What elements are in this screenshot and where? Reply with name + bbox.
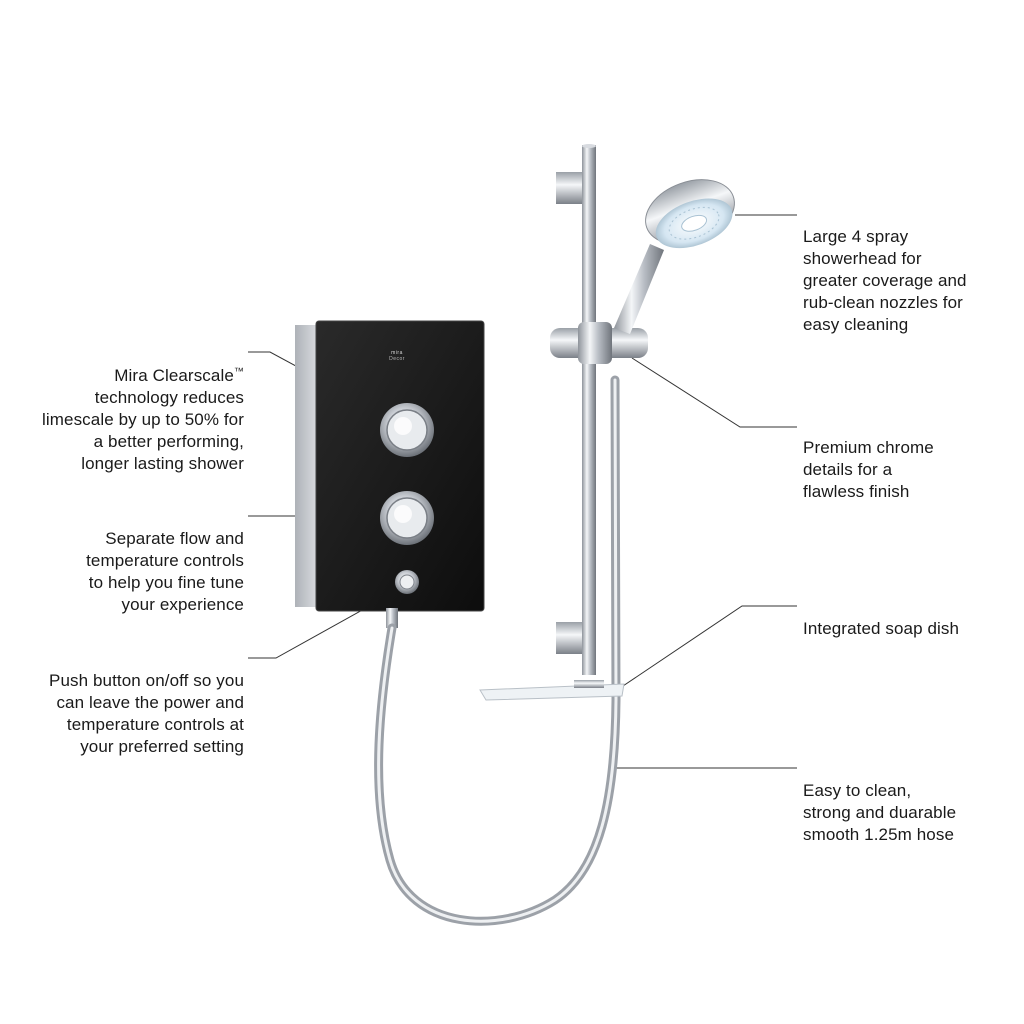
brand-name: mira [391, 350, 403, 356]
handset [614, 179, 735, 334]
callout-soap-dish-text: Integrated soap dish [803, 619, 960, 638]
callout-controls: Separate flow and temperature controls t… [4, 506, 244, 638]
callout-controls-text: Separate flow and temperature controls t… [86, 529, 244, 614]
callout-push-button-text: Push button on/off so you can leave the … [49, 671, 244, 756]
unit-glass-front [316, 321, 484, 611]
callout-showerhead: Large 4 spray showerhead for greater cov… [803, 204, 1013, 358]
push-button [395, 570, 419, 594]
leader-soap-dish [619, 605, 797, 689]
shower-unit [295, 320, 485, 628]
soap-dish [479, 680, 625, 701]
callout-chrome: Premium chrome details for a flawless fi… [803, 415, 1013, 525]
callout-push-button: Push button on/off so you can leave the … [4, 648, 244, 780]
callout-soap-dish: Integrated soap dish [803, 596, 1013, 662]
callout-clearscale-title: Mira Clearscale™ [114, 366, 244, 385]
callout-hose-text: Easy to clean, strong and duarable smoot… [803, 781, 957, 844]
temperature-knob [380, 403, 434, 457]
callout-clearscale: Mira Clearscale™ technology reduces lime… [4, 343, 244, 497]
slider-bracket [550, 322, 648, 364]
brand-logo: mira Decor [384, 350, 410, 362]
leader-chrome [631, 357, 797, 428]
model-name: Decor [389, 356, 405, 362]
callout-hose: Easy to clean, strong and duarable smoot… [803, 758, 1013, 868]
leader-lines [248, 214, 797, 769]
callout-showerhead-text: Large 4 spray showerhead for greater cov… [803, 227, 967, 334]
flow-knob [380, 491, 434, 545]
callout-chrome-text: Premium chrome details for a flawless fi… [803, 438, 934, 501]
callout-clearscale-text: technology reduces limescale by up to 50… [42, 388, 244, 473]
riser-rail [556, 144, 596, 675]
trademark-symbol: ™ [233, 366, 244, 378]
